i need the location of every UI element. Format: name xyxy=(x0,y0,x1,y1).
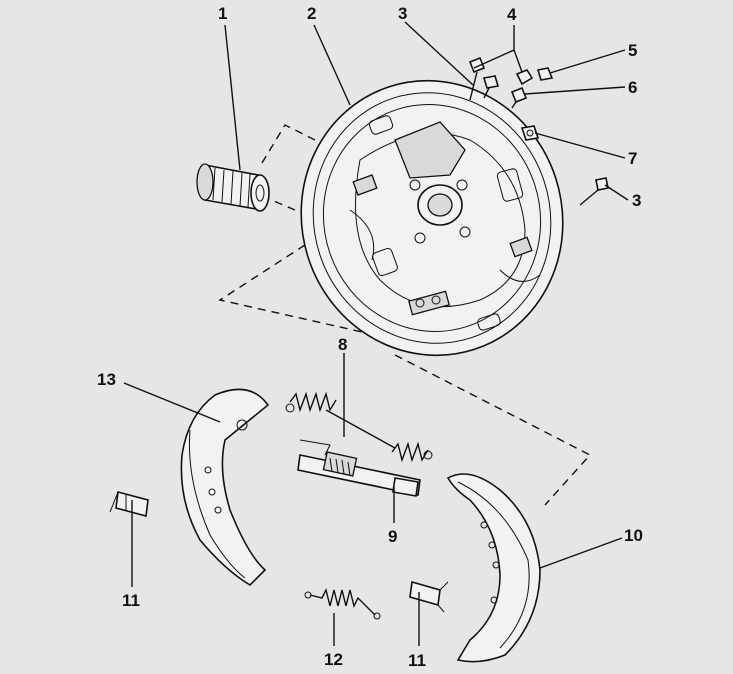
callout-5: 5 xyxy=(628,41,637,60)
brake-shoe-right xyxy=(446,473,541,663)
callout-7: 7 xyxy=(628,149,637,168)
bleeder-nut xyxy=(482,75,500,99)
backing-plate xyxy=(300,79,564,357)
callout-2: 2 xyxy=(307,4,316,23)
bolt-upper xyxy=(468,56,486,101)
callout-10: 10 xyxy=(624,526,643,545)
callout-4: 4 xyxy=(507,5,517,24)
callout-1: 1 xyxy=(218,4,227,23)
brake-shoe-left xyxy=(180,388,270,587)
bolt-lower xyxy=(579,177,609,206)
callout-11-left: 11 xyxy=(122,591,140,610)
lower-spring xyxy=(304,587,381,620)
callout-13: 13 xyxy=(97,370,116,389)
bleeder-valve-6 xyxy=(510,86,528,109)
nut-5 xyxy=(536,67,554,81)
retaining-clip-left xyxy=(109,490,149,518)
callout-3-top: 3 xyxy=(398,4,407,23)
callout-6: 6 xyxy=(628,78,637,97)
callout-labels: 1 2 3 4 5 6 7 3 8 9 10 11 11 12 13 xyxy=(97,4,643,670)
callout-8: 8 xyxy=(338,335,347,354)
callout-12: 12 xyxy=(324,650,343,669)
callout-9: 9 xyxy=(388,527,397,546)
nut-4 xyxy=(515,69,534,86)
callout-3-right: 3 xyxy=(632,191,641,210)
callout-11-right: 11 xyxy=(408,651,426,670)
retaining-clip-right xyxy=(409,580,449,613)
nut-7 xyxy=(520,125,540,141)
adjuster-strut xyxy=(297,439,421,497)
leader-lines xyxy=(123,21,629,646)
bolts-and-nuts xyxy=(468,56,609,206)
wheel-cylinder xyxy=(196,163,270,212)
upper-springs xyxy=(285,391,433,463)
